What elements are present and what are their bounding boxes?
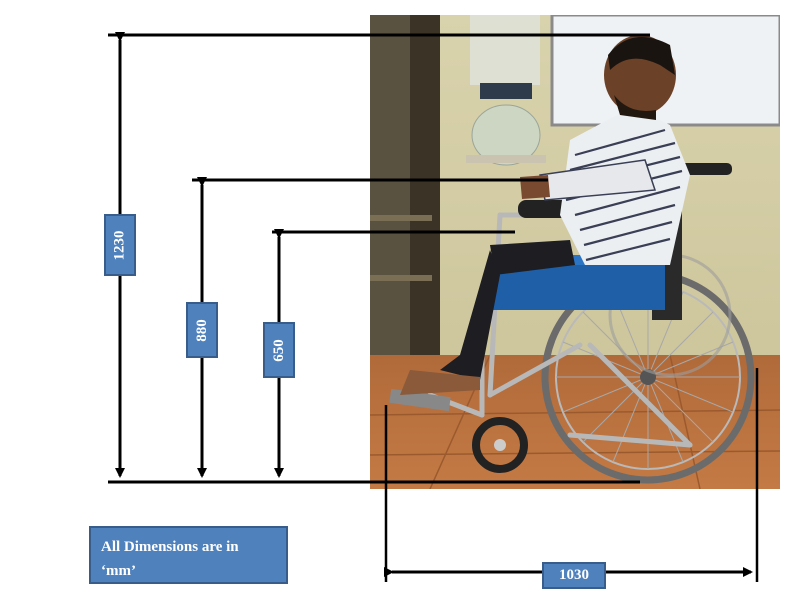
units-note: All Dimensions are in ‘mm’ (89, 526, 288, 584)
overall-height-label: 1230 (104, 214, 136, 276)
wheelchair-illustration (370, 15, 780, 489)
seat-height-label: 650 (263, 322, 295, 378)
overall-length-label: 1030 (542, 562, 606, 589)
wheelchair-photo (370, 15, 780, 489)
armrest-height-label: 880 (186, 302, 218, 358)
